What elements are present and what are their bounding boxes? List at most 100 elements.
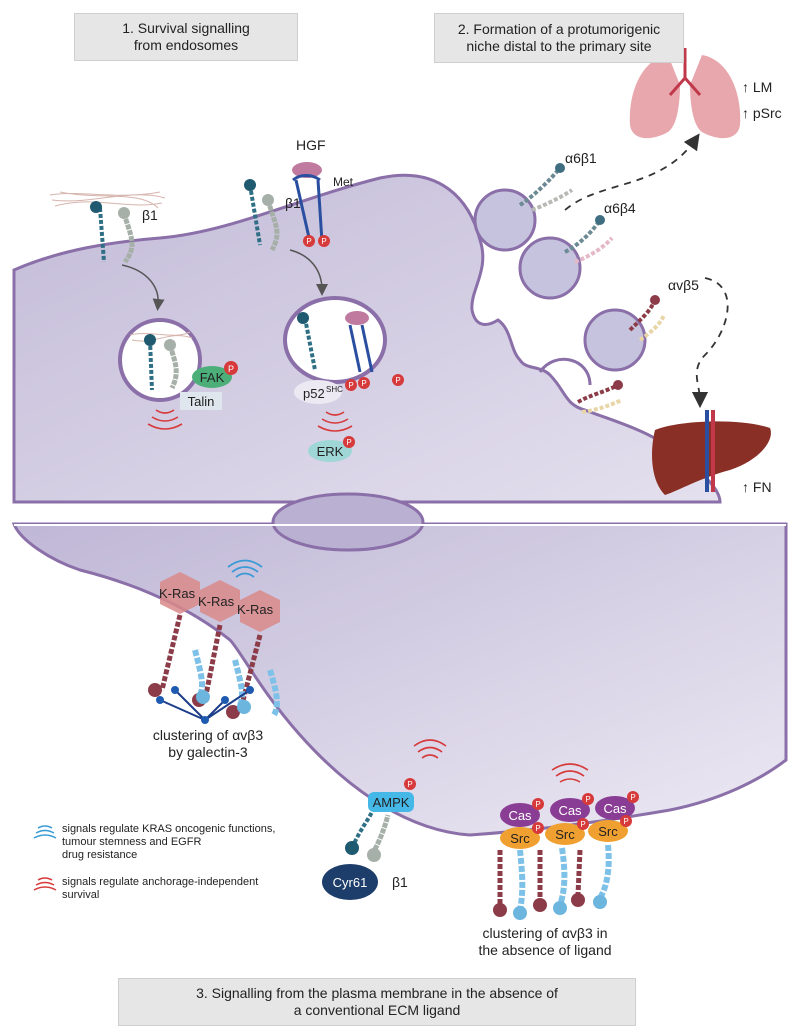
src-label-2: Src — [555, 827, 575, 842]
galectin-caption-1: clustering of αvβ3 — [153, 727, 264, 743]
src-phospho-2: P — [580, 820, 585, 829]
hgf-label: HGF — [296, 137, 326, 153]
integrin-avb5 — [628, 295, 666, 342]
src-phospho-1: P — [535, 824, 540, 833]
cas-label-2: Cas — [558, 803, 582, 818]
integrin-endosome-1 — [144, 334, 179, 391]
beta1-label-c: β1 — [392, 874, 408, 890]
lower-cell — [11, 522, 788, 837]
ampk-phospho-label: P — [407, 780, 412, 789]
beta1-label-a: β1 — [142, 207, 158, 223]
p52-label: p52 — [303, 386, 325, 401]
avb5-label: αvβ5 — [668, 277, 699, 293]
fak-phospho-label: P — [228, 364, 234, 374]
fak-label: FAK — [200, 370, 225, 385]
panel-3-title: 3. Signalling from the plasma membrane i… — [118, 978, 636, 1026]
erk-label: ERK — [317, 444, 344, 459]
vesicle-a6b4 — [518, 236, 582, 300]
cas-src-phospho — [532, 791, 639, 834]
met-phospho-surface-b-label: P — [321, 237, 326, 246]
integrin-beta1-surface-1 — [90, 201, 135, 264]
cas-phospho-1: P — [535, 800, 540, 809]
fak-node — [192, 366, 232, 388]
erk-node — [308, 440, 352, 462]
cas-src-cluster — [500, 796, 635, 849]
talin-label: Talin — [188, 394, 215, 409]
p52-phospho-a-label: P — [348, 381, 353, 390]
internalisation-arrow-2 — [289, 249, 328, 296]
cas-label-1: Cas — [508, 808, 532, 823]
integrin-avb3-galectin — [148, 614, 280, 724]
liver-icon — [652, 410, 771, 495]
panel-2-title: 2. Formation of a protumorigenic niche d… — [434, 13, 684, 63]
met-phospho-endo-label: P — [395, 376, 400, 385]
galectin-caption-2: by galectin-3 — [168, 744, 248, 760]
panel-3-title-line1: 3. Signalling from the plasma membrane i… — [196, 985, 558, 1001]
cyr61-label: Cyr61 — [333, 875, 368, 890]
upper-cell-bud — [538, 357, 592, 386]
endosome-fak — [118, 318, 202, 402]
cas-phospho-3: P — [630, 793, 635, 802]
src-phospho-3: P — [623, 817, 628, 826]
a6b4-label: α6β4 — [604, 200, 636, 216]
lower-cell-dome — [271, 492, 425, 552]
lm-label: ↑ LM — [742, 79, 772, 95]
cyr61-node — [322, 864, 378, 900]
ampk-phospho — [404, 778, 416, 790]
a6b1-label: α6β1 — [565, 150, 597, 166]
kras-cluster — [160, 572, 280, 632]
met-receptor — [292, 162, 324, 243]
src-label-1: Src — [510, 831, 530, 846]
legend-blue-line3: drug resistance — [62, 849, 138, 861]
p52-phospho-b-label: P — [361, 379, 366, 388]
integrin-avb5-membrane — [576, 380, 623, 414]
cas-phospho-2: P — [585, 795, 590, 804]
vesicle-avb5 — [583, 308, 647, 372]
ecm-fibres-endosome — [129, 331, 193, 342]
panel-2-title-line1: 2. Formation of a protumorigenic — [457, 21, 661, 37]
legend-red-line2: survival — [62, 889, 100, 901]
panel-1-title-line2: from endosomes — [133, 37, 239, 53]
ampk-node — [368, 792, 414, 812]
kras-label-1: K-Ras — [159, 586, 196, 601]
kras-label-2: K-Ras — [198, 594, 235, 609]
legend-red-text: signals regulate anchorage-independent s… — [62, 876, 332, 902]
red-signal-waves-ampk — [413, 739, 447, 759]
p52-phospho-a — [345, 379, 357, 391]
met-phospho-surface-a-label: P — [306, 237, 311, 246]
red-signal-waves-2 — [317, 411, 353, 432]
legend-red-signal-icon — [33, 877, 57, 891]
p52-phospho-b — [358, 377, 370, 389]
beta1-label-b: β1 — [285, 195, 301, 211]
kras-label-3: K-Ras — [237, 602, 274, 617]
red-signal-waves-1 — [147, 409, 183, 430]
erk-phospho-label: P — [346, 438, 351, 447]
met-phospho-surface-b — [318, 235, 330, 247]
met-phospho-endo — [392, 374, 404, 386]
internalisation-arrow-1 — [121, 264, 165, 311]
talin-box — [180, 392, 222, 410]
legend-red-line1: signals regulate anchorage-independent — [62, 876, 259, 888]
integrin-beta1-cyr61 — [345, 811, 391, 862]
integrin-endosome-2 — [297, 311, 374, 373]
fn-label: ↑ FN — [742, 479, 772, 495]
erk-phospho — [343, 436, 355, 448]
dashed-arrow-to-liver — [691, 277, 729, 409]
fak-phospho — [224, 361, 238, 375]
integrin-avb3-no-ligand — [493, 844, 612, 920]
src-label-3: Src — [598, 824, 618, 839]
ecm-fibres-1 — [49, 191, 166, 209]
cas-label-3: Cas — [603, 801, 627, 816]
panel-1-title: 1. Survival signalling from endosomes — [74, 13, 298, 61]
absence-caption-1: clustering of αvβ3 in — [482, 925, 607, 941]
red-signal-waves-cas — [551, 763, 589, 783]
panel-3-title-line2: a conventional ECM ligand — [293, 1002, 461, 1018]
legend-blue-text: signals regulate KRAS oncogenic function… — [62, 823, 332, 862]
dashed-arrow-to-lung — [564, 133, 700, 211]
blue-signal-waves-kras — [227, 559, 263, 578]
psrc-label: ↑ pSrc — [742, 105, 782, 121]
integrin-a6b4 — [564, 215, 614, 264]
lung-icon — [629, 48, 741, 139]
ampk-label: AMPK — [373, 795, 410, 810]
